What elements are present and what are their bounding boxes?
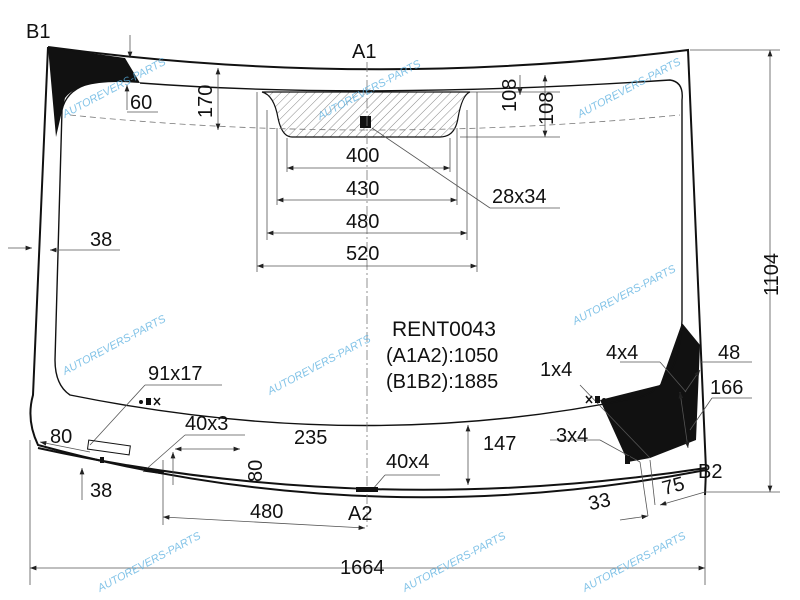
dim-1x4: 1x4	[540, 359, 572, 381]
label-a2: A2	[348, 503, 372, 525]
dim-38-left: 38	[90, 229, 112, 251]
dim-33: 33	[586, 489, 612, 515]
airbag-icon-left	[139, 397, 161, 406]
dim-170: 170	[195, 85, 217, 118]
measure-a1a2: (A1A2):1050	[386, 345, 498, 367]
label-a1: A1	[352, 41, 376, 63]
dim-80-mid: 80	[245, 460, 267, 482]
dim-75: 75	[660, 473, 687, 500]
sensor-area	[261, 91, 471, 138]
dim-80-left: 80	[50, 426, 72, 448]
bottom-mark-40x4	[356, 487, 378, 492]
dim-400: 400	[346, 145, 379, 167]
measure-b1b2: (B1B2):1885	[386, 371, 498, 393]
dim-147: 147	[483, 433, 516, 455]
dim-166: 166	[710, 377, 743, 399]
label-b1: B1	[26, 21, 50, 43]
sensor-square	[360, 116, 371, 128]
corner-print-b1	[48, 47, 140, 137]
dim-1104: 1104	[761, 253, 783, 296]
small-mark-1	[100, 457, 104, 463]
dim-40x4: 40x4	[386, 451, 429, 473]
watermark: AUTOREVERS-PARTS	[575, 56, 684, 121]
dim-108-b: 108	[536, 92, 558, 125]
dim-520: 520	[346, 243, 379, 265]
part-code: RENT0043	[392, 318, 496, 341]
dim-1664: 1664	[340, 557, 385, 579]
dim-60: 60	[130, 92, 152, 114]
dim-235: 235	[294, 427, 327, 449]
watermark: AUTOREVERS-PARTS	[570, 263, 679, 328]
watermark: AUTOREVERS-PARTS	[95, 530, 204, 595]
airbag-icon-right	[585, 395, 606, 404]
dim-108-a: 108	[499, 79, 521, 112]
small-mark-3x4	[625, 456, 630, 464]
watermark: AUTOREVERS-PARTS	[400, 530, 509, 595]
vin-window	[86, 439, 131, 456]
watermark: AUTOREVERS-PARTS	[265, 333, 374, 398]
dim-28x34: 28x34	[492, 186, 547, 208]
bottom-mark-40x3	[143, 467, 165, 475]
label-b2: B2	[698, 461, 722, 483]
dim-38-bottom: 38	[90, 480, 112, 502]
dim-480-bottom: 480	[250, 501, 283, 523]
dim-430: 430	[346, 178, 379, 200]
dim-48: 48	[718, 342, 740, 364]
inner-print-line	[54, 79, 683, 427]
dashed-line	[69, 114, 681, 131]
dim-3x4: 3x4	[556, 425, 588, 447]
watermark: AUTOREVERS-PARTS	[580, 530, 689, 595]
dim-480-top: 480	[346, 211, 379, 233]
glass-outline	[29, 46, 708, 499]
dim-91x17: 91x17	[148, 363, 203, 385]
dim-40x3: 40x3	[185, 413, 228, 435]
dim-4x4: 4x4	[606, 342, 638, 364]
